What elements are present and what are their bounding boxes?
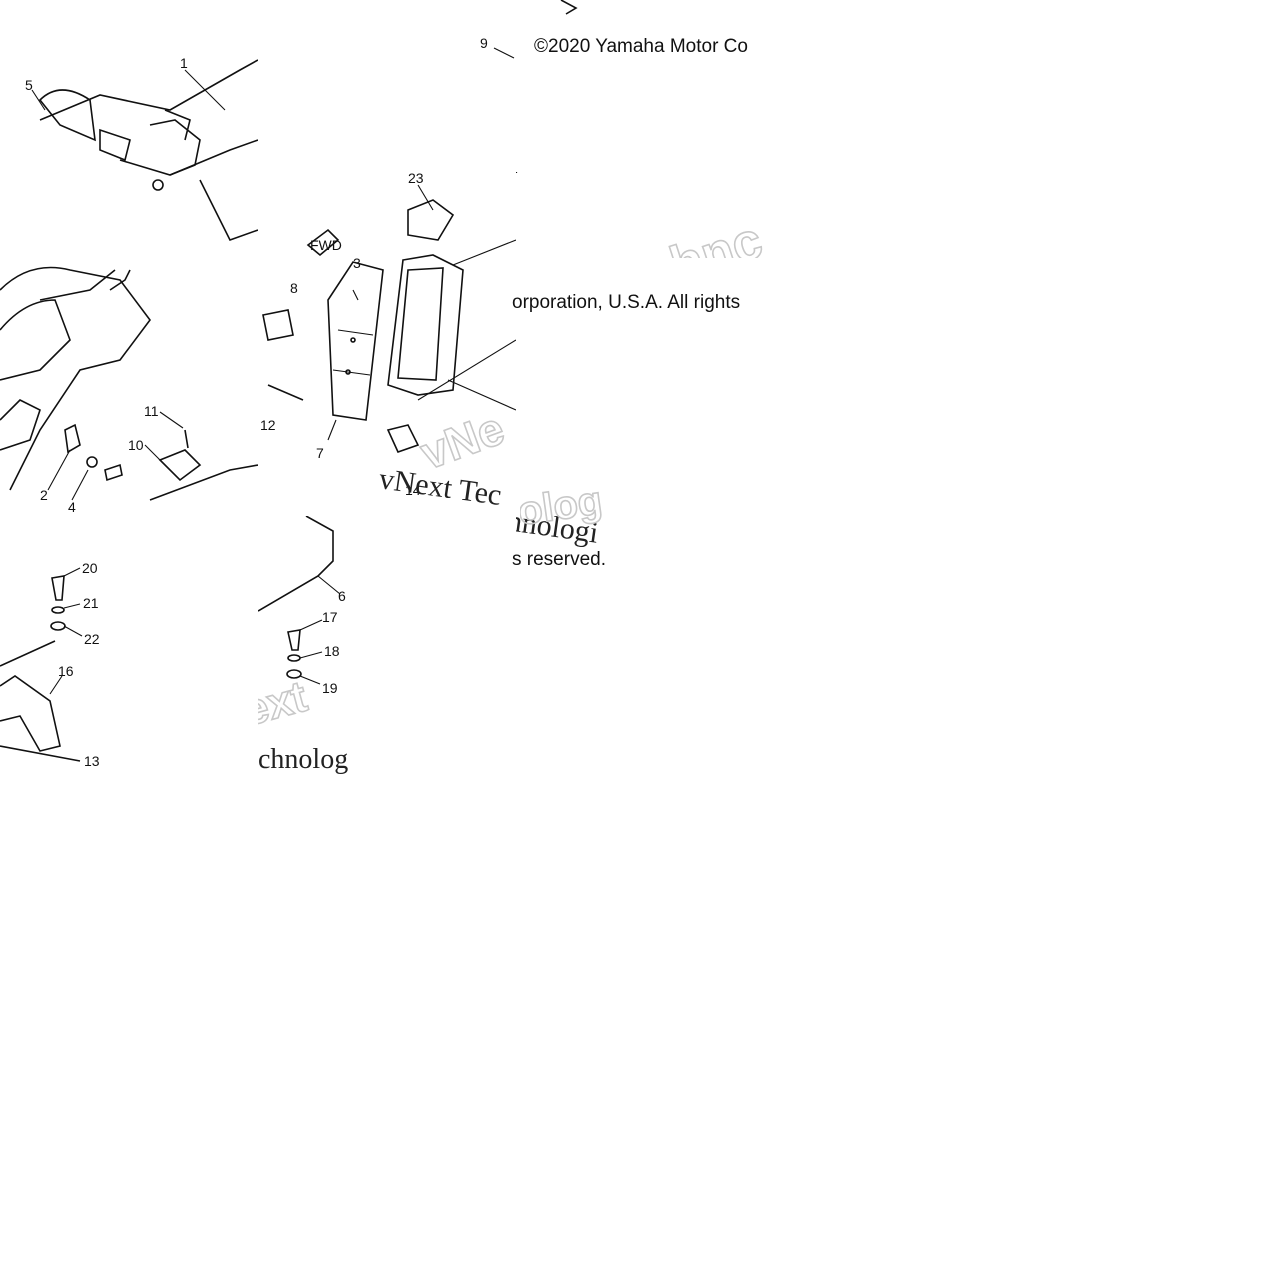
callout-10: 10 <box>128 437 144 453</box>
fusebox-drawing: FWD 23 3 8 12 7 14 9 vNe vNext Tec <box>260 35 516 512</box>
callout-8: 8 <box>290 280 298 296</box>
fuse-box <box>327 261 384 421</box>
fuse-cover <box>387 254 464 396</box>
copyright-line-3: s reserved. <box>512 549 606 570</box>
bracket-10 <box>158 449 202 482</box>
copyright-line-2: orporation, U.S.A. All rights <box>512 292 741 313</box>
bracket-2 <box>64 423 81 454</box>
bolt-17 <box>287 629 301 651</box>
callout-21: 21 <box>83 595 99 611</box>
diagram-tile-bottom-middle: 6 17 18 19 ext chnolog <box>258 516 378 774</box>
diagram-tile-fusebox: FWD 23 3 8 12 7 14 9 vNe vNext Tec <box>258 0 516 516</box>
callout-18: 18 <box>324 643 340 659</box>
callout-16: 16 <box>58 663 74 679</box>
top-right-drawing: 1 Technc <box>516 0 770 258</box>
callout-6: 6 <box>338 588 346 604</box>
callout-1b: 1 <box>516 160 518 176</box>
callout-7: 7 <box>316 445 324 461</box>
watermark-outline-4: olog <box>520 479 605 534</box>
callout-14: 14 <box>405 482 421 498</box>
fwd-label: FWD <box>310 237 342 253</box>
watermark-serif-1: vNext Tec <box>377 462 504 512</box>
callout-13: 13 <box>84 753 100 769</box>
callout-12: 12 <box>260 417 276 433</box>
copyright-line-1: ©2020 Yamaha Motor Co <box>534 36 748 57</box>
frame-drawing: 1 5 2 4 10 11 <box>0 55 258 515</box>
watermark-serif-3: chnolog <box>258 744 348 774</box>
callout-4: 4 <box>68 499 76 515</box>
callout-20: 20 <box>82 560 98 576</box>
callout-17: 17 <box>322 609 338 625</box>
bracket-16 <box>0 675 61 752</box>
callout-1: 1 <box>180 55 188 71</box>
callout-2: 2 <box>40 487 48 503</box>
watermark-outline-3: ext <box>258 672 312 736</box>
bottom-left-drawing: 20 21 22 16 13 <box>0 560 100 769</box>
watermark-outline-2: vNe <box>414 402 511 480</box>
bottom-middle-drawing: 6 17 18 19 ext chnolog <box>258 516 348 774</box>
callout-22: 22 <box>84 631 100 647</box>
pin-12 <box>267 384 304 401</box>
diagram-tile-mid-right: hnologi <box>516 516 774 596</box>
headlight-housing <box>0 266 151 491</box>
callout-23: 23 <box>408 170 424 186</box>
watermark-overlay: olog <box>520 455 650 535</box>
watermark-outline-1: Technc <box>582 211 769 258</box>
diagram-tile-top-right: 1 Technc <box>516 0 774 258</box>
bracket-5 <box>38 89 96 142</box>
fwd-arrow-icon <box>306 228 340 257</box>
callout-5: 5 <box>25 77 33 93</box>
callout-19: 19 <box>322 680 338 696</box>
callout-9: 9 <box>480 35 488 51</box>
diagram-tile-bottom-left: 20 21 22 16 13 <box>0 516 258 774</box>
frame-outline <box>39 59 258 121</box>
callout-11: 11 <box>144 403 159 419</box>
bolt-20 <box>51 575 65 601</box>
connector-23 <box>407 199 455 241</box>
mid-right-drawing: hnologi <box>516 516 600 550</box>
callout-3: 3 <box>353 255 361 271</box>
panel-6 <box>258 516 334 612</box>
diagram-tile-frame: 1 5 2 4 10 11 <box>0 0 258 516</box>
